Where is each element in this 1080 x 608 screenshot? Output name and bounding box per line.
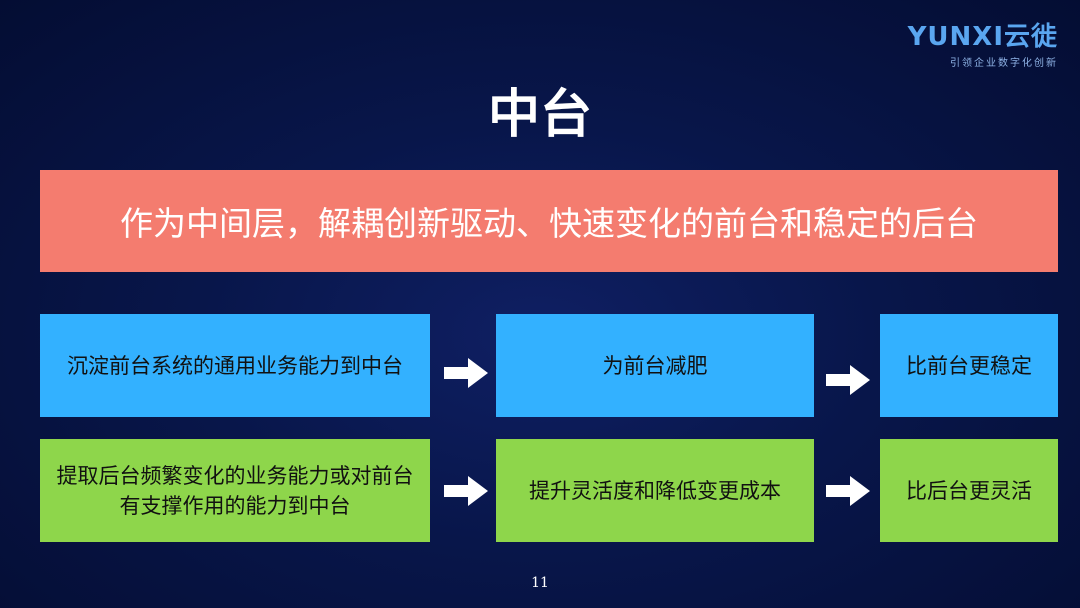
row2-source-box: 提取后台频繁变化的业务能力或对前台有支撑作用的能力到中台: [40, 439, 430, 542]
right-arrow-icon: [444, 476, 488, 506]
row1-effect-box: 为前台减肥: [496, 314, 814, 417]
row2-result-box: 比后台更灵活: [880, 439, 1058, 542]
logo-mark: YUNXI云徙: [907, 22, 1058, 52]
page-number: 11: [531, 575, 549, 591]
slide-title: 中台: [487, 85, 592, 145]
right-arrow-icon: [826, 476, 870, 506]
row2-effect-box: 提升灵活度和降低变更成本: [496, 439, 814, 542]
row1-source-box: 沉淀前台系统的通用业务能力到中台: [40, 314, 430, 417]
logo-tagline: 引领企业数字化创新: [950, 58, 1058, 69]
right-arrow-icon: [826, 365, 870, 395]
right-arrow-icon: [444, 358, 488, 388]
row1-result-box: 比前台更稳定: [880, 314, 1058, 417]
definition-banner: 作为中间层，解耦创新驱动、快速变化的前台和稳定的后台: [40, 170, 1058, 272]
company-logo: YUNXI云徙 引领企业数字化创新: [908, 22, 1058, 69]
